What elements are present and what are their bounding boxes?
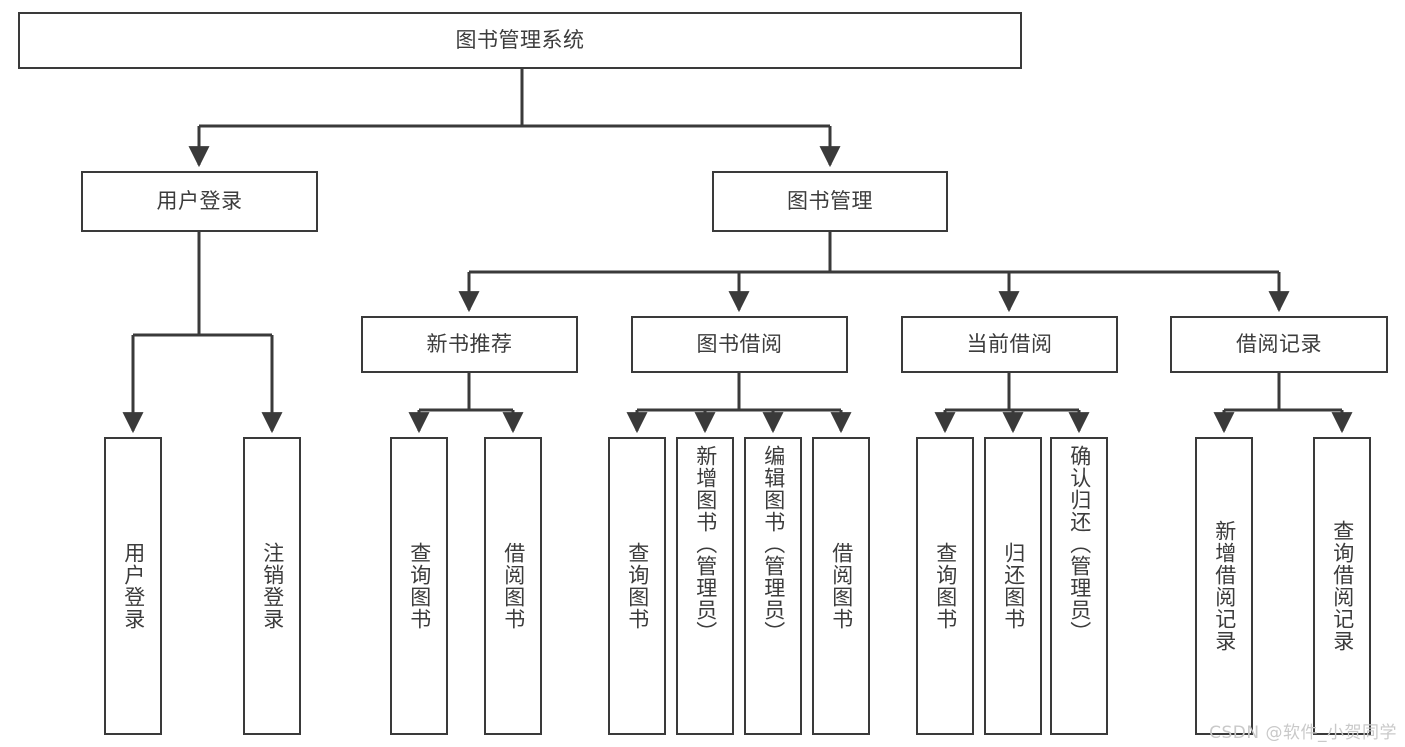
node-new-book-recommend[interactable]: 新书推荐 — [361, 316, 578, 373]
node-leaf-borrow-book-label: 借阅图书 — [829, 542, 854, 630]
node-new-book-recommend-label: 新书推荐 — [426, 332, 513, 357]
node-leaf-query-book-borrow[interactable]: 查询图书 — [608, 437, 666, 735]
node-root[interactable]: 图书管理系统 — [18, 12, 1022, 69]
node-leaf-add-borrow-record[interactable]: 新增借阅记录 — [1195, 437, 1253, 735]
node-borrow-record[interactable]: 借阅记录 — [1170, 316, 1388, 373]
node-leaf-query-book-current[interactable]: 查询图书 — [916, 437, 974, 735]
node-leaf-query-book-recommend[interactable]: 查询图书 — [390, 437, 448, 735]
node-current-borrow[interactable]: 当前借阅 — [901, 316, 1118, 373]
node-leaf-edit-book-admin-label: 编辑图书（管理员） — [761, 445, 786, 643]
node-book-management[interactable]: 图书管理 — [712, 171, 948, 232]
node-book-borrow[interactable]: 图书借阅 — [631, 316, 848, 373]
node-leaf-return-book[interactable]: 归还图书 — [984, 437, 1042, 735]
node-leaf-borrow-book-recommend[interactable]: 借阅图书 — [484, 437, 542, 735]
node-leaf-query-borrow-record-label: 查询借阅记录 — [1330, 520, 1355, 652]
node-leaf-return-book-label: 归还图书 — [1001, 542, 1026, 630]
node-leaf-confirm-return-admin[interactable]: 确认归还（管理员） — [1050, 437, 1108, 735]
node-leaf-user-login-label: 用户登录 — [121, 542, 146, 630]
node-book-borrow-label: 图书借阅 — [696, 332, 783, 357]
node-leaf-query-book-current-label: 查询图书 — [933, 542, 958, 630]
node-leaf-query-book-recommend-label: 查询图书 — [407, 542, 432, 630]
node-leaf-query-book-borrow-label: 查询图书 — [625, 542, 650, 630]
node-leaf-add-book-admin-label: 新增图书（管理员） — [693, 445, 718, 643]
node-borrow-record-label: 借阅记录 — [1236, 332, 1322, 357]
node-leaf-borrow-book-recommend-label: 借阅图书 — [501, 542, 526, 630]
node-leaf-borrow-book[interactable]: 借阅图书 — [812, 437, 870, 735]
node-user-login-label: 用户登录 — [156, 189, 243, 214]
node-current-borrow-label: 当前借阅 — [966, 332, 1053, 357]
watermark-text: CSDN @软件_小贺同学 — [1209, 723, 1397, 743]
node-book-management-label: 图书管理 — [787, 189, 873, 214]
node-leaf-confirm-return-admin-label: 确认归还（管理员） — [1067, 445, 1092, 643]
node-leaf-user-logout-label: 注销登录 — [260, 542, 285, 630]
node-root-label: 图书管理系统 — [455, 28, 585, 53]
node-leaf-user-login[interactable]: 用户登录 — [104, 437, 162, 735]
node-leaf-edit-book-admin[interactable]: 编辑图书（管理员） — [744, 437, 802, 735]
node-user-login[interactable]: 用户登录 — [81, 171, 318, 232]
node-leaf-query-borrow-record[interactable]: 查询借阅记录 — [1313, 437, 1371, 735]
node-leaf-add-borrow-record-label: 新增借阅记录 — [1212, 520, 1237, 652]
node-leaf-add-book-admin[interactable]: 新增图书（管理员） — [676, 437, 734, 735]
node-leaf-user-logout[interactable]: 注销登录 — [243, 437, 301, 735]
